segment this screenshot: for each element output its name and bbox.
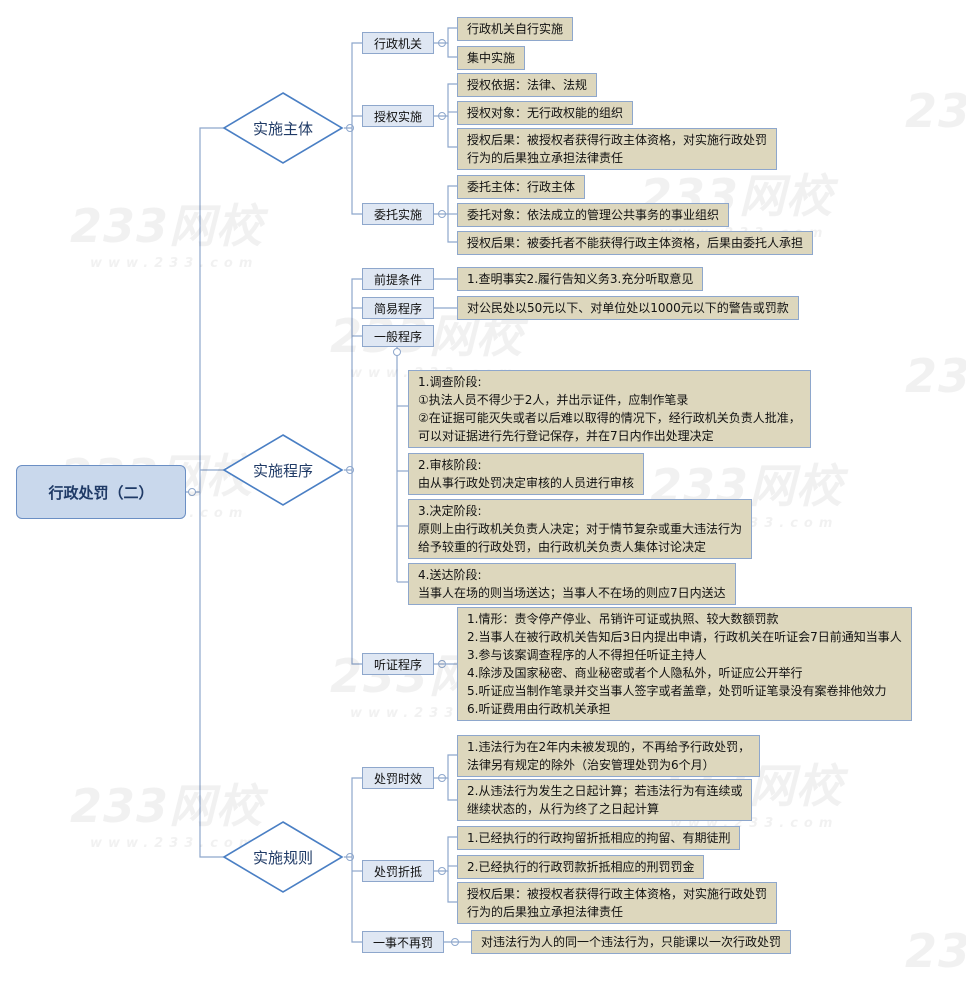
leaf-node[interactable]: 授权后果：被授权者获得行政主体资格，对实施行政处罚行为的后果独立承担法律责任: [457, 128, 778, 170]
leaf-node[interactable]: 2.从违法行为发生之日起计算；若违法行为有连续或继续状态的，从行为终了之日起计算: [457, 779, 753, 821]
leaf-node[interactable]: 3.决定阶段:原则上由行政机关负责人决定；对于情节复杂或重大违法行为给予较重的行…: [408, 499, 753, 559]
connector-line: [447, 214, 457, 243]
connector-line: [434, 83, 457, 117]
subtopic[interactable]: 委托实施: [362, 203, 434, 225]
connector-line: [447, 871, 457, 903]
connector-line: [447, 778, 457, 801]
leaf-node[interactable]: 4.送达阶段:当事人在场的则当场送达；当事人不在场的则应7日内送达: [408, 563, 736, 605]
subtopic[interactable]: 处罚折抵: [362, 860, 434, 882]
subtopic[interactable]: 前提条件: [362, 268, 434, 290]
leaf-node[interactable]: 授权依据：法律、法规: [457, 73, 598, 97]
connector-line: [447, 116, 457, 148]
root-topic[interactable]: 行政处罚（二）: [16, 465, 186, 519]
connector-line: [434, 836, 457, 872]
leaf-node[interactable]: 2.审核阶段:由从事行政处罚决定审核的人员进行审核: [408, 453, 645, 495]
subtopic[interactable]: 一般程序: [362, 325, 434, 347]
leaf-node[interactable]: 集中实施: [457, 46, 526, 70]
connector-line: [351, 470, 362, 665]
leaf-node[interactable]: 行政机关自行实施: [457, 17, 574, 41]
branch-node[interactable]: 实施规则: [222, 820, 344, 894]
connector-line: [344, 42, 362, 129]
subtopic[interactable]: 一事不再罚: [362, 931, 444, 953]
connector-line: [434, 754, 457, 779]
connector-line: [434, 27, 457, 44]
leaf-node[interactable]: 1.查明事实2.履行告知义务3.充分听取意见: [457, 267, 704, 291]
subtopic[interactable]: 行政机关: [362, 32, 434, 54]
connector-line: [351, 857, 362, 943]
connector-line: [447, 43, 457, 58]
leaf-node[interactable]: 委托对象：依法成立的管理公共事务的事业组织: [457, 203, 730, 227]
subtopic[interactable]: 授权实施: [362, 105, 434, 127]
connector-line: [186, 127, 224, 493]
connector-line: [344, 777, 362, 858]
connector-line: [434, 185, 457, 215]
collapse-toggle-icon[interactable]: [393, 348, 401, 356]
leaf-node[interactable]: 2.已经执行的行政罚款折抵相应的刑罚罚金: [457, 855, 705, 879]
branch-node[interactable]: 实施程序: [222, 433, 344, 507]
leaf-node[interactable]: 授权后果：被授权者获得行政主体资格，对实施行政处罚行为的后果独立承担法律责任: [457, 882, 778, 924]
leaf-node[interactable]: 1.已经执行的行政拘留折抵相应的拘留、有期徒刑: [457, 826, 741, 850]
connector-line: [344, 278, 362, 471]
subtopic[interactable]: 听证程序: [362, 653, 434, 675]
leaf-node[interactable]: 授权后果：被委托者不能获得行政主体资格，后果由委托人承担: [457, 231, 814, 255]
connector-line: [351, 128, 362, 215]
leaf-node[interactable]: 对公民处以50元以下、对单位处以1000元以下的警告或罚款: [457, 296, 799, 320]
subtopic[interactable]: 简易程序: [362, 297, 434, 319]
leaf-node[interactable]: 授权对象：无行政权能的组织: [457, 101, 634, 125]
leaf-node[interactable]: 委托主体：行政主体: [457, 175, 586, 199]
leaf-node[interactable]: 对违法行为人的同一个违法行为，只能课以一次行政处罚: [471, 930, 792, 954]
collapse-dot-icon: [188, 488, 196, 496]
leaf-node[interactable]: 1.违法行为在2年内未被发现的，不再给予行政处罚，法律另有规定的除外（治安管理处…: [457, 735, 761, 777]
connector-line: [199, 492, 224, 858]
subtopic[interactable]: 处罚时效: [362, 767, 434, 789]
branch-node[interactable]: 实施主体: [222, 91, 344, 165]
